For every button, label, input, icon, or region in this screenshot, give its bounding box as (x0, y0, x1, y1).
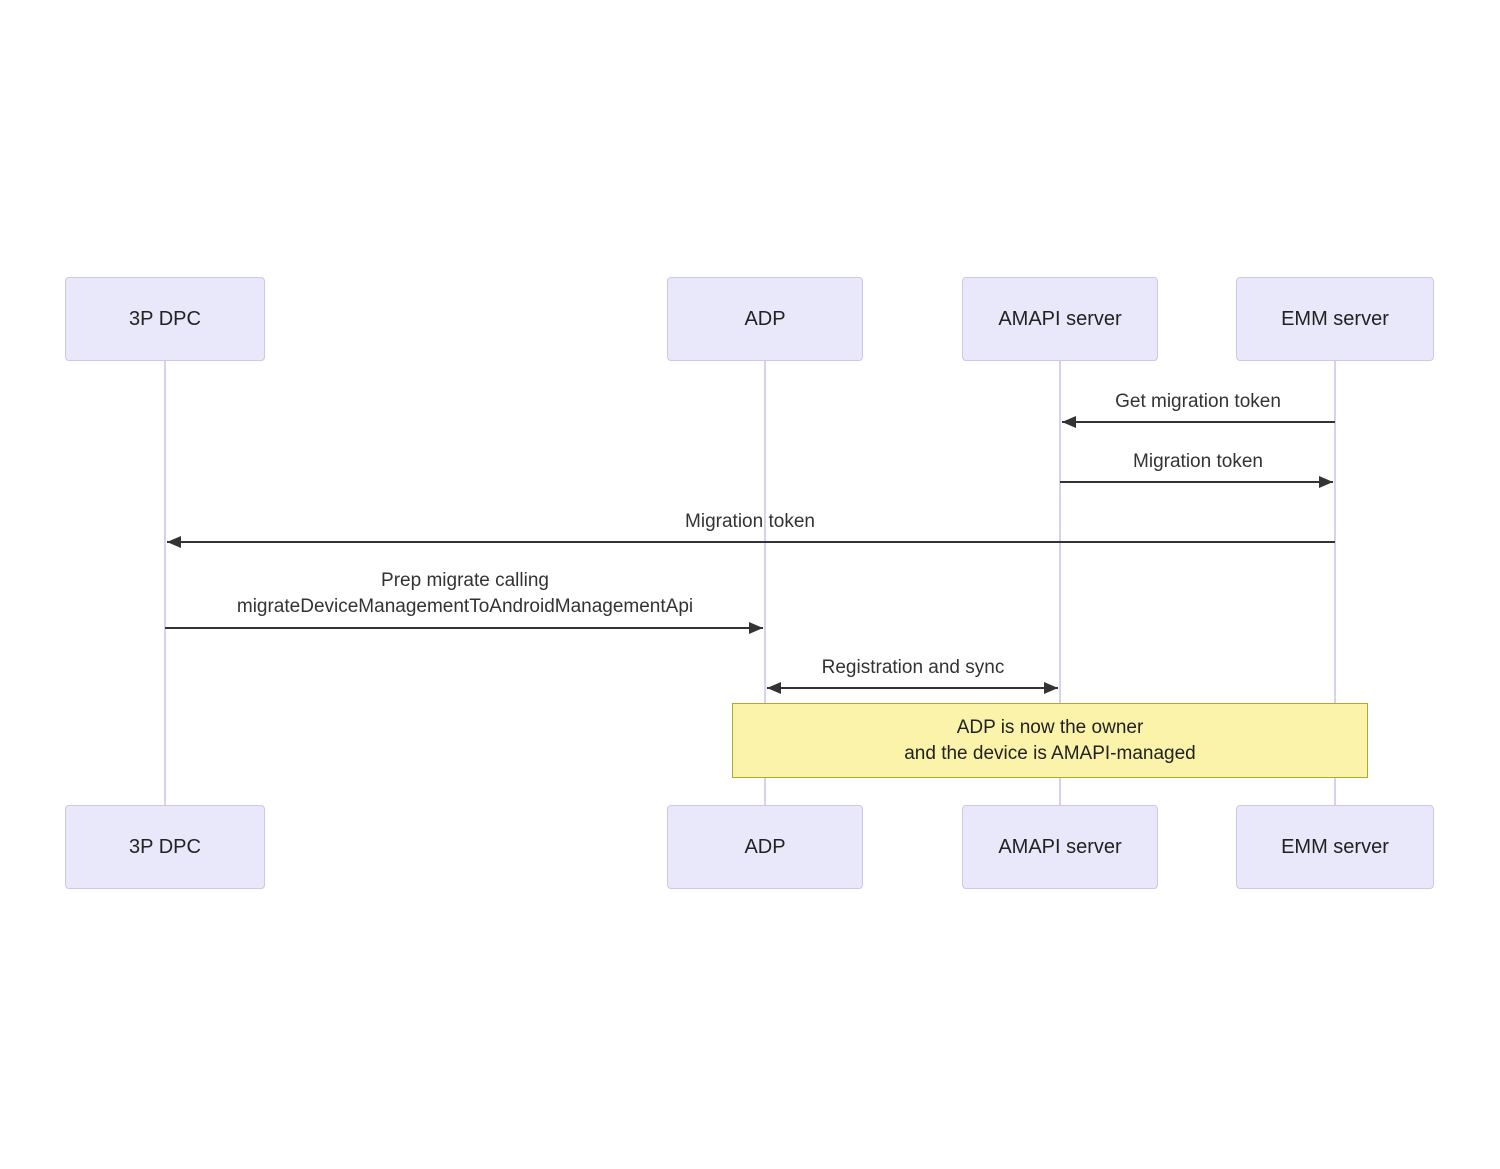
actor-3p-dpc-top-label: 3P DPC (129, 307, 201, 330)
actor-emm-server-top: EMM server (1236, 277, 1434, 361)
actor-amapi-server-top: AMAPI server (962, 277, 1158, 361)
lifeline-amapi-server (1059, 361, 1061, 805)
message-label-registration-and-sync: Registration and sync (821, 657, 1005, 678)
message-label-prep-migrate-line1: Prep migrate calling (381, 570, 549, 591)
message-label-migration-token-1: Migration token (1133, 451, 1263, 472)
actor-adp-top: ADP (667, 277, 863, 361)
actor-emm-server-bottom-label: EMM server (1281, 835, 1389, 858)
lifeline-adp (764, 361, 766, 805)
message-label-migration-token-2: Migration token (685, 511, 815, 532)
lifeline-3p-dpc (164, 361, 166, 805)
actor-amapi-server-bottom-label: AMAPI server (998, 835, 1122, 858)
message-label-get-migration-token: Get migration token (1115, 391, 1281, 412)
actor-adp-top-label: ADP (744, 307, 786, 330)
actor-3p-dpc-bottom: 3P DPC (65, 805, 265, 889)
actor-amapi-server-bottom: AMAPI server (962, 805, 1158, 889)
actor-3p-dpc-top: 3P DPC (65, 277, 265, 361)
message-label-prep-migrate: Prep migrate calling migrateDeviceManage… (237, 568, 693, 620)
message-label-prep-migrate-line2: migrateDeviceManagementToAndroidManageme… (236, 596, 694, 617)
actor-amapi-server-top-label: AMAPI server (998, 307, 1122, 330)
note-adp-owner: ADP is now the owner and the device is A… (732, 703, 1368, 778)
actor-adp-bottom: ADP (667, 805, 863, 889)
lifeline-emm-server (1334, 361, 1336, 805)
actor-emm-server-bottom: EMM server (1236, 805, 1434, 889)
actor-3p-dpc-bottom-label: 3P DPC (129, 835, 201, 858)
note-line2: and the device is AMAPI-managed (904, 742, 1196, 764)
actor-adp-bottom-label: ADP (744, 835, 786, 858)
actor-emm-server-top-label: EMM server (1281, 307, 1389, 330)
note-line1: ADP is now the owner (956, 716, 1144, 738)
